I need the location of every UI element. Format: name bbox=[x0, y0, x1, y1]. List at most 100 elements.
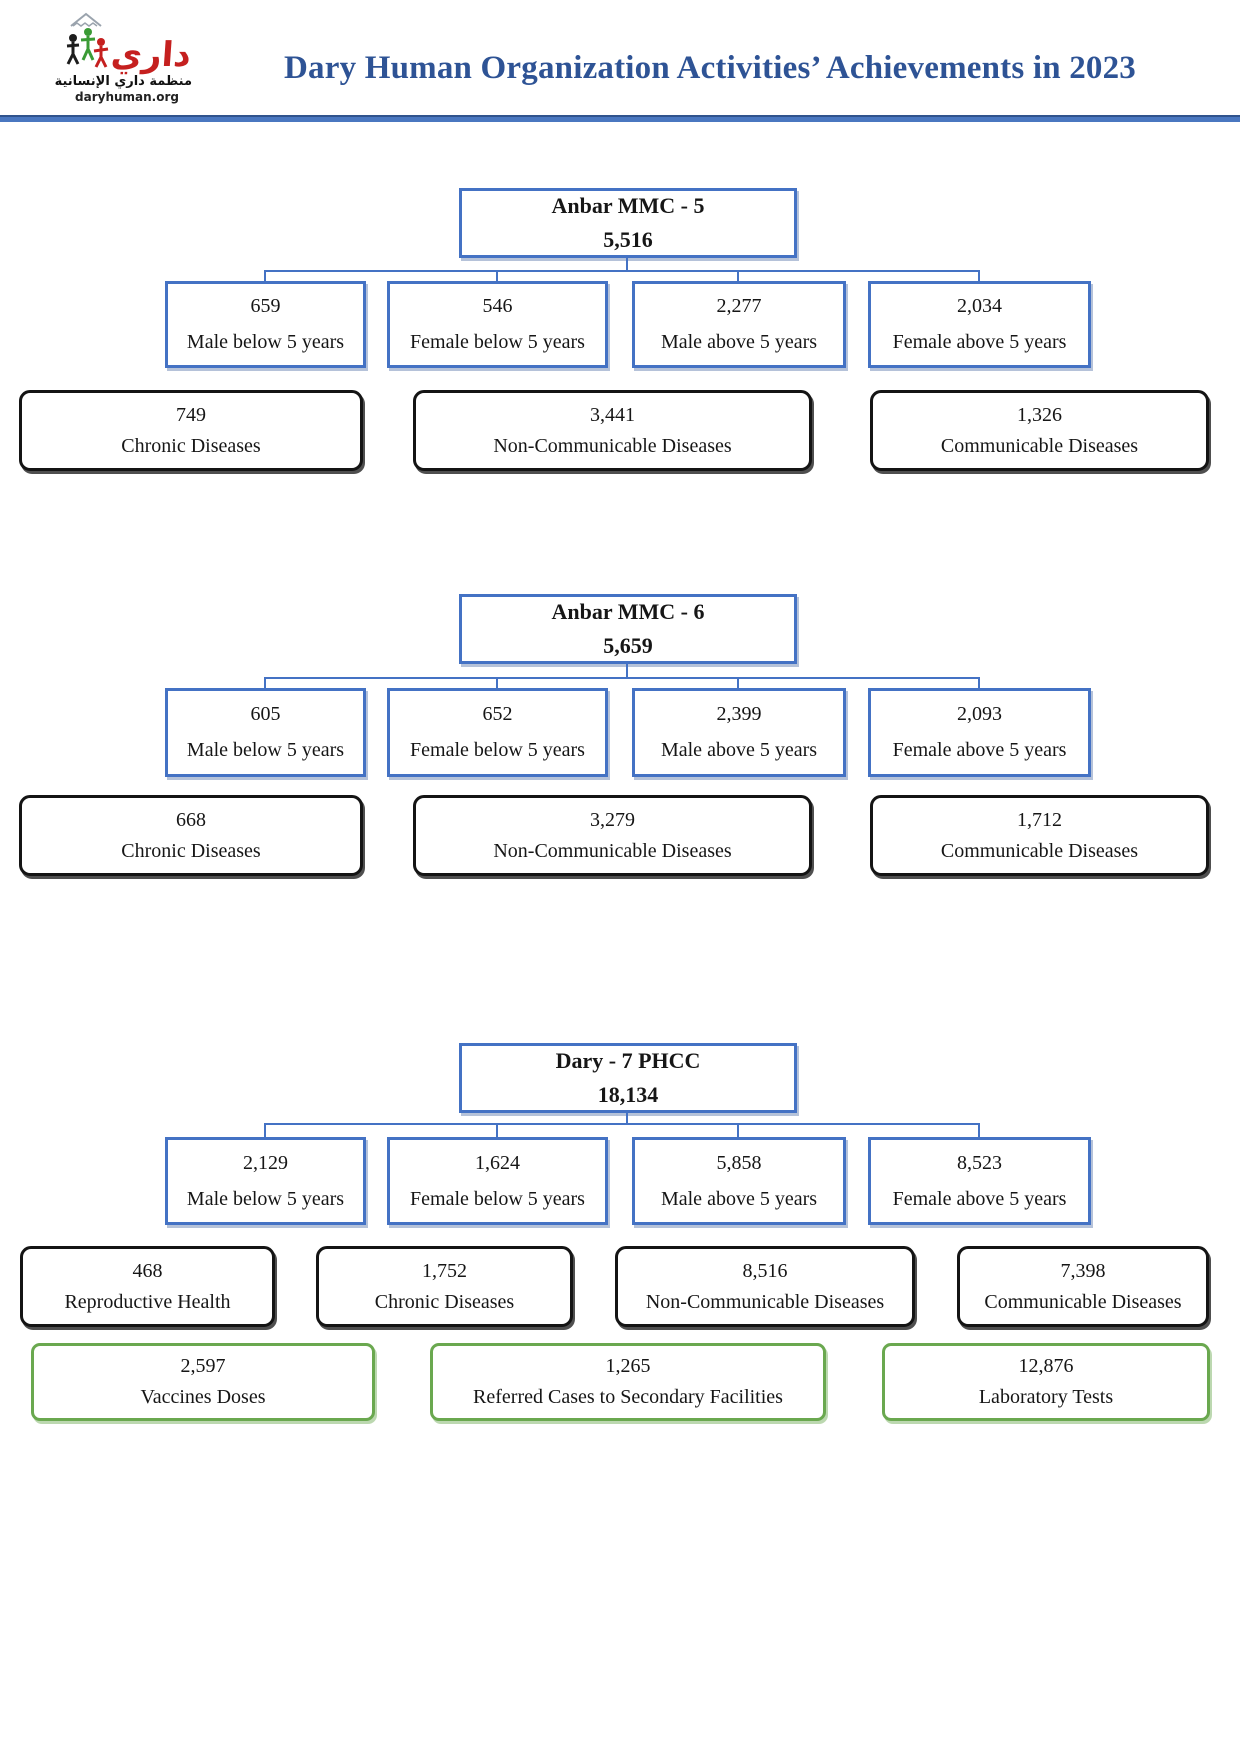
stat-box: 7,398 Communicable Diseases bbox=[957, 1246, 1209, 1327]
root-label: Anbar MMC - 6 bbox=[551, 599, 705, 624]
stat-label: Non-Communicable Diseases bbox=[645, 1290, 885, 1313]
child-value: 5,858 bbox=[716, 1151, 762, 1174]
stat-box: 1,712 Communicable Diseases bbox=[870, 795, 1209, 876]
child-label: Female below 5 years bbox=[410, 331, 585, 353]
connector-line bbox=[737, 270, 739, 281]
connector-line bbox=[264, 270, 980, 272]
org-logo: داري منظمة داري الإنسانية daryhuman.org bbox=[54, 10, 193, 104]
connector-line bbox=[978, 1123, 980, 1137]
child-box: 2,034 Female above 5 years bbox=[868, 281, 1091, 368]
stat-value: 749 bbox=[176, 403, 206, 426]
stat-value: 7,398 bbox=[1060, 1259, 1106, 1282]
child-value: 2,093 bbox=[957, 703, 1002, 725]
root-box: Anbar MMC - 6 5,659 bbox=[459, 594, 797, 664]
stat-label: Reproductive Health bbox=[64, 1290, 231, 1313]
root-value: 5,516 bbox=[603, 227, 653, 252]
logo-people-tent-icon bbox=[66, 12, 109, 68]
service-box: 12,876 Laboratory Tests bbox=[882, 1343, 1210, 1421]
child-label: Male below 5 years bbox=[186, 739, 345, 761]
logo-brand-arabic: داري bbox=[109, 35, 193, 75]
child-label: Male below 5 years bbox=[186, 1187, 345, 1210]
stat-value: 1,752 bbox=[422, 1259, 467, 1282]
child-label: Female above 5 years bbox=[892, 1187, 1067, 1210]
child-label: Female above 5 years bbox=[892, 331, 1067, 353]
child-label: Male below 5 years bbox=[186, 331, 345, 353]
service-box: 1,265 Referred Cases to Secondary Facili… bbox=[430, 1343, 826, 1421]
service-value: 12,876 bbox=[1018, 1355, 1074, 1377]
stat-box: 3,441 Non-Communicable Diseases bbox=[413, 390, 812, 471]
stat-box: 3,279 Non-Communicable Diseases bbox=[413, 795, 812, 876]
service-label: Laboratory Tests bbox=[978, 1386, 1114, 1408]
stat-label: Non-Communicable Diseases bbox=[493, 839, 732, 862]
connector-line bbox=[264, 677, 266, 688]
stat-value: 1,326 bbox=[1017, 403, 1062, 426]
child-label: Female below 5 years bbox=[410, 1187, 585, 1210]
service-label: Vaccines Doses bbox=[140, 1386, 266, 1408]
child-box: 2,277 Male above 5 years bbox=[632, 281, 846, 368]
stat-box: 1,326 Communicable Diseases bbox=[870, 390, 1209, 471]
child-value: 2,129 bbox=[243, 1151, 288, 1174]
stat-label: Chronic Diseases bbox=[121, 434, 261, 457]
child-box: 546 Female below 5 years bbox=[387, 281, 608, 368]
root-label: Dary - 7 PHCC bbox=[555, 1048, 701, 1073]
child-label: Male above 5 years bbox=[660, 739, 818, 761]
connector-line bbox=[737, 1123, 739, 1137]
child-label: Female above 5 years bbox=[892, 739, 1067, 761]
stat-value: 3,279 bbox=[590, 808, 635, 831]
root-value: 18,134 bbox=[597, 1082, 659, 1107]
root-box: Dary - 7 PHCC 18,134 bbox=[459, 1043, 797, 1113]
child-label: Female below 5 years bbox=[410, 739, 585, 761]
child-value: 2,034 bbox=[957, 295, 1002, 317]
page-title: Dary Human Organization Activities’ Achi… bbox=[283, 50, 1137, 86]
logo-website: daryhuman.org bbox=[75, 90, 179, 104]
child-box: 605 Male below 5 years bbox=[165, 688, 366, 777]
connector-line bbox=[626, 664, 628, 677]
stat-value: 1,712 bbox=[1017, 808, 1062, 831]
logo-mark: داري bbox=[62, 10, 193, 75]
stat-label: Non-Communicable Diseases bbox=[493, 434, 732, 457]
header-divider bbox=[0, 115, 1240, 122]
connector-line bbox=[264, 1123, 266, 1137]
child-box: 2,399 Male above 5 years bbox=[632, 688, 846, 777]
child-box: 2,093 Female above 5 years bbox=[868, 688, 1091, 777]
stat-label: Communicable Diseases bbox=[940, 839, 1139, 862]
connector-line bbox=[978, 270, 980, 281]
connector-line bbox=[978, 677, 980, 688]
connector-line bbox=[737, 677, 739, 688]
stat-value: 468 bbox=[132, 1259, 163, 1282]
stat-box: 668 Chronic Diseases bbox=[19, 795, 363, 876]
connector-line bbox=[626, 258, 628, 270]
stat-box: 1,752 Chronic Diseases bbox=[316, 1246, 573, 1327]
child-value: 652 bbox=[482, 703, 513, 725]
connector-line bbox=[496, 270, 498, 281]
child-box: 5,858 Male above 5 years bbox=[632, 1137, 846, 1225]
connector-line bbox=[496, 677, 498, 688]
connector-line bbox=[626, 1113, 628, 1123]
stat-value: 668 bbox=[176, 808, 206, 831]
child-box: 2,129 Male below 5 years bbox=[165, 1137, 366, 1225]
connector-line bbox=[264, 1123, 980, 1125]
child-box: 8,523 Female above 5 years bbox=[868, 1137, 1091, 1225]
child-value: 659 bbox=[250, 295, 281, 317]
stat-box: 8,516 Non-Communicable Diseases bbox=[615, 1246, 915, 1327]
stat-box: 468 Reproductive Health bbox=[20, 1246, 275, 1327]
root-label: Anbar MMC - 5 bbox=[551, 193, 705, 218]
root-value: 5,659 bbox=[603, 633, 653, 658]
connector-line bbox=[264, 677, 980, 679]
child-value: 546 bbox=[482, 295, 513, 317]
child-box: 1,624 Female below 5 years bbox=[387, 1137, 608, 1225]
connector-line bbox=[496, 1123, 498, 1137]
service-value: 1,265 bbox=[605, 1355, 651, 1377]
stat-box: 749 Chronic Diseases bbox=[19, 390, 363, 471]
child-value: 8,523 bbox=[957, 1151, 1002, 1174]
child-value: 1,624 bbox=[475, 1151, 520, 1174]
stat-value: 3,441 bbox=[590, 403, 635, 426]
child-box: 659 Male below 5 years bbox=[165, 281, 366, 368]
stat-label: Chronic Diseases bbox=[374, 1290, 515, 1313]
stat-value: 8,516 bbox=[742, 1259, 788, 1282]
child-label: Male above 5 years bbox=[660, 331, 818, 353]
child-label: Male above 5 years bbox=[660, 1187, 818, 1210]
service-value: 2,597 bbox=[180, 1355, 226, 1377]
logo-org-name-arabic: منظمة داري الإنسانية bbox=[54, 74, 192, 89]
